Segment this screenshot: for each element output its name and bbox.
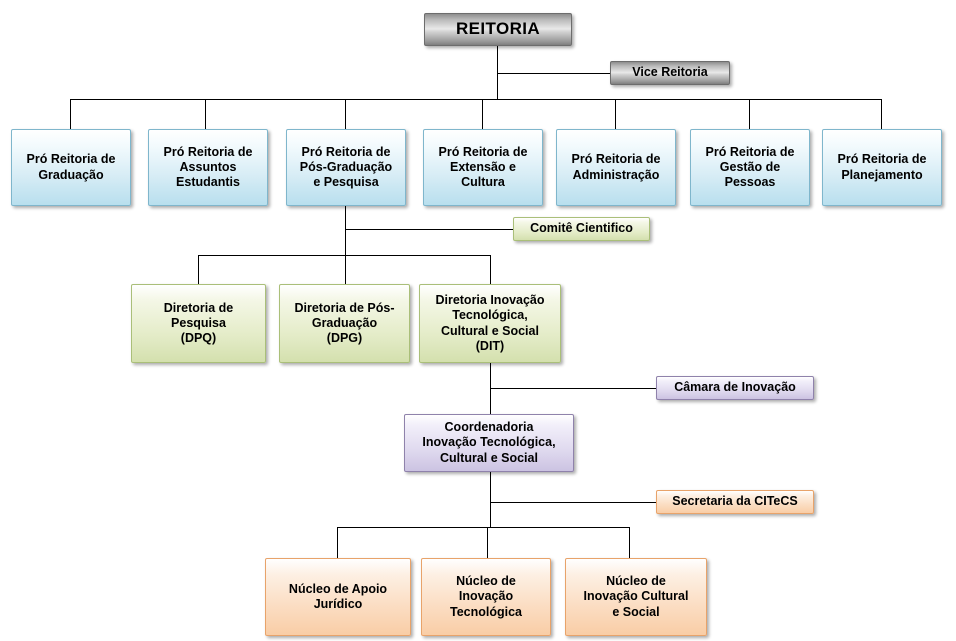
connector-to-secretaria [490,502,657,503]
node-pro-reitoria-extensao-cultura[interactable]: Pró Reitoria de Extensão e Cultura [423,129,543,206]
connector-drop-pro-extensao [482,99,483,129]
connector-drop-dpq [198,255,199,284]
connector-drop-pro-pos [345,99,346,129]
node-pro-reitoria-gestao-pessoas[interactable]: Pró Reitoria de Gestão de Pessoas [690,129,810,206]
node-diretoria-pesquisa-dpq[interactable]: Diretoria de Pesquisa (DPQ) [131,284,266,363]
connector-drop-nucleo-tecnologica [487,527,488,558]
node-pro-reitoria-graduacao[interactable]: Pró Reitoria de Graduação [11,129,131,206]
node-vice-reitoria[interactable]: Vice Reitoria [610,61,730,85]
node-diretoria-inovacao-tecnologica-dit[interactable]: Diretoria Inovação Tecnológica, Cultural… [419,284,561,363]
connector-to-comite-cientifico [345,229,514,230]
connector-drop-pro-administracao [615,99,616,129]
node-comite-cientifico[interactable]: Comitê Cientifico [513,217,650,241]
connector-pos-graduacao-stem [345,206,346,284]
connector-drop-dpg [345,255,346,284]
node-diretoria-pos-graduacao-dpg[interactable]: Diretoria de Pós- Graduação (DPG) [279,284,410,363]
node-pro-reitoria-administracao[interactable]: Pró Reitoria de Administração [556,129,676,206]
node-pro-reitoria-planejamento[interactable]: Pró Reitoria de Planejamento [822,129,942,206]
connector-nucleos-bus [337,527,629,528]
node-reitoria[interactable]: REITORIA [424,13,572,46]
connector-drop-dit [490,255,491,284]
node-pro-reitoria-pos-graduacao-pesquisa[interactable]: Pró Reitoria de Pós-Graduação e Pesquisa [286,129,406,206]
node-nucleo-inovacao-cultural-social[interactable]: Núcleo de Inovação Cultural e Social [565,558,707,636]
node-nucleo-apoio-juridico[interactable]: Núcleo de Apoio Jurídico [265,558,411,636]
connector-drop-nucleo-juridico [337,527,338,558]
connector-drop-nucleo-cultural [629,527,630,558]
node-secretaria-citecs[interactable]: Secretaria da CITeCS [656,490,814,514]
connector-to-camara-inovacao [490,388,657,389]
connector-diretorias-bus [198,255,491,256]
connector-drop-pro-assuntos [205,99,206,129]
node-coordenadoria-citecs[interactable]: Coordenadoria Inovação Tecnológica, Cult… [404,414,574,472]
connector-drop-pro-gestao [749,99,750,129]
node-pro-reitoria-assuntos-estudantis[interactable]: Pró Reitoria de Assuntos Estudantis [148,129,268,206]
connector-drop-pro-planejamento [881,99,882,129]
connector-drop-pro-graduacao [70,99,71,129]
connector-reitoria-to-vice [497,73,611,74]
node-camara-inovacao[interactable]: Câmara de Inovação [656,376,814,400]
node-nucleo-inovacao-tecnologica[interactable]: Núcleo de Inovação Tecnológica [421,558,551,636]
connector-reitoria-stem [497,46,498,99]
connector-coordenadoria-stem [490,472,491,528]
connector-pro-reitorias-bus [70,99,882,100]
